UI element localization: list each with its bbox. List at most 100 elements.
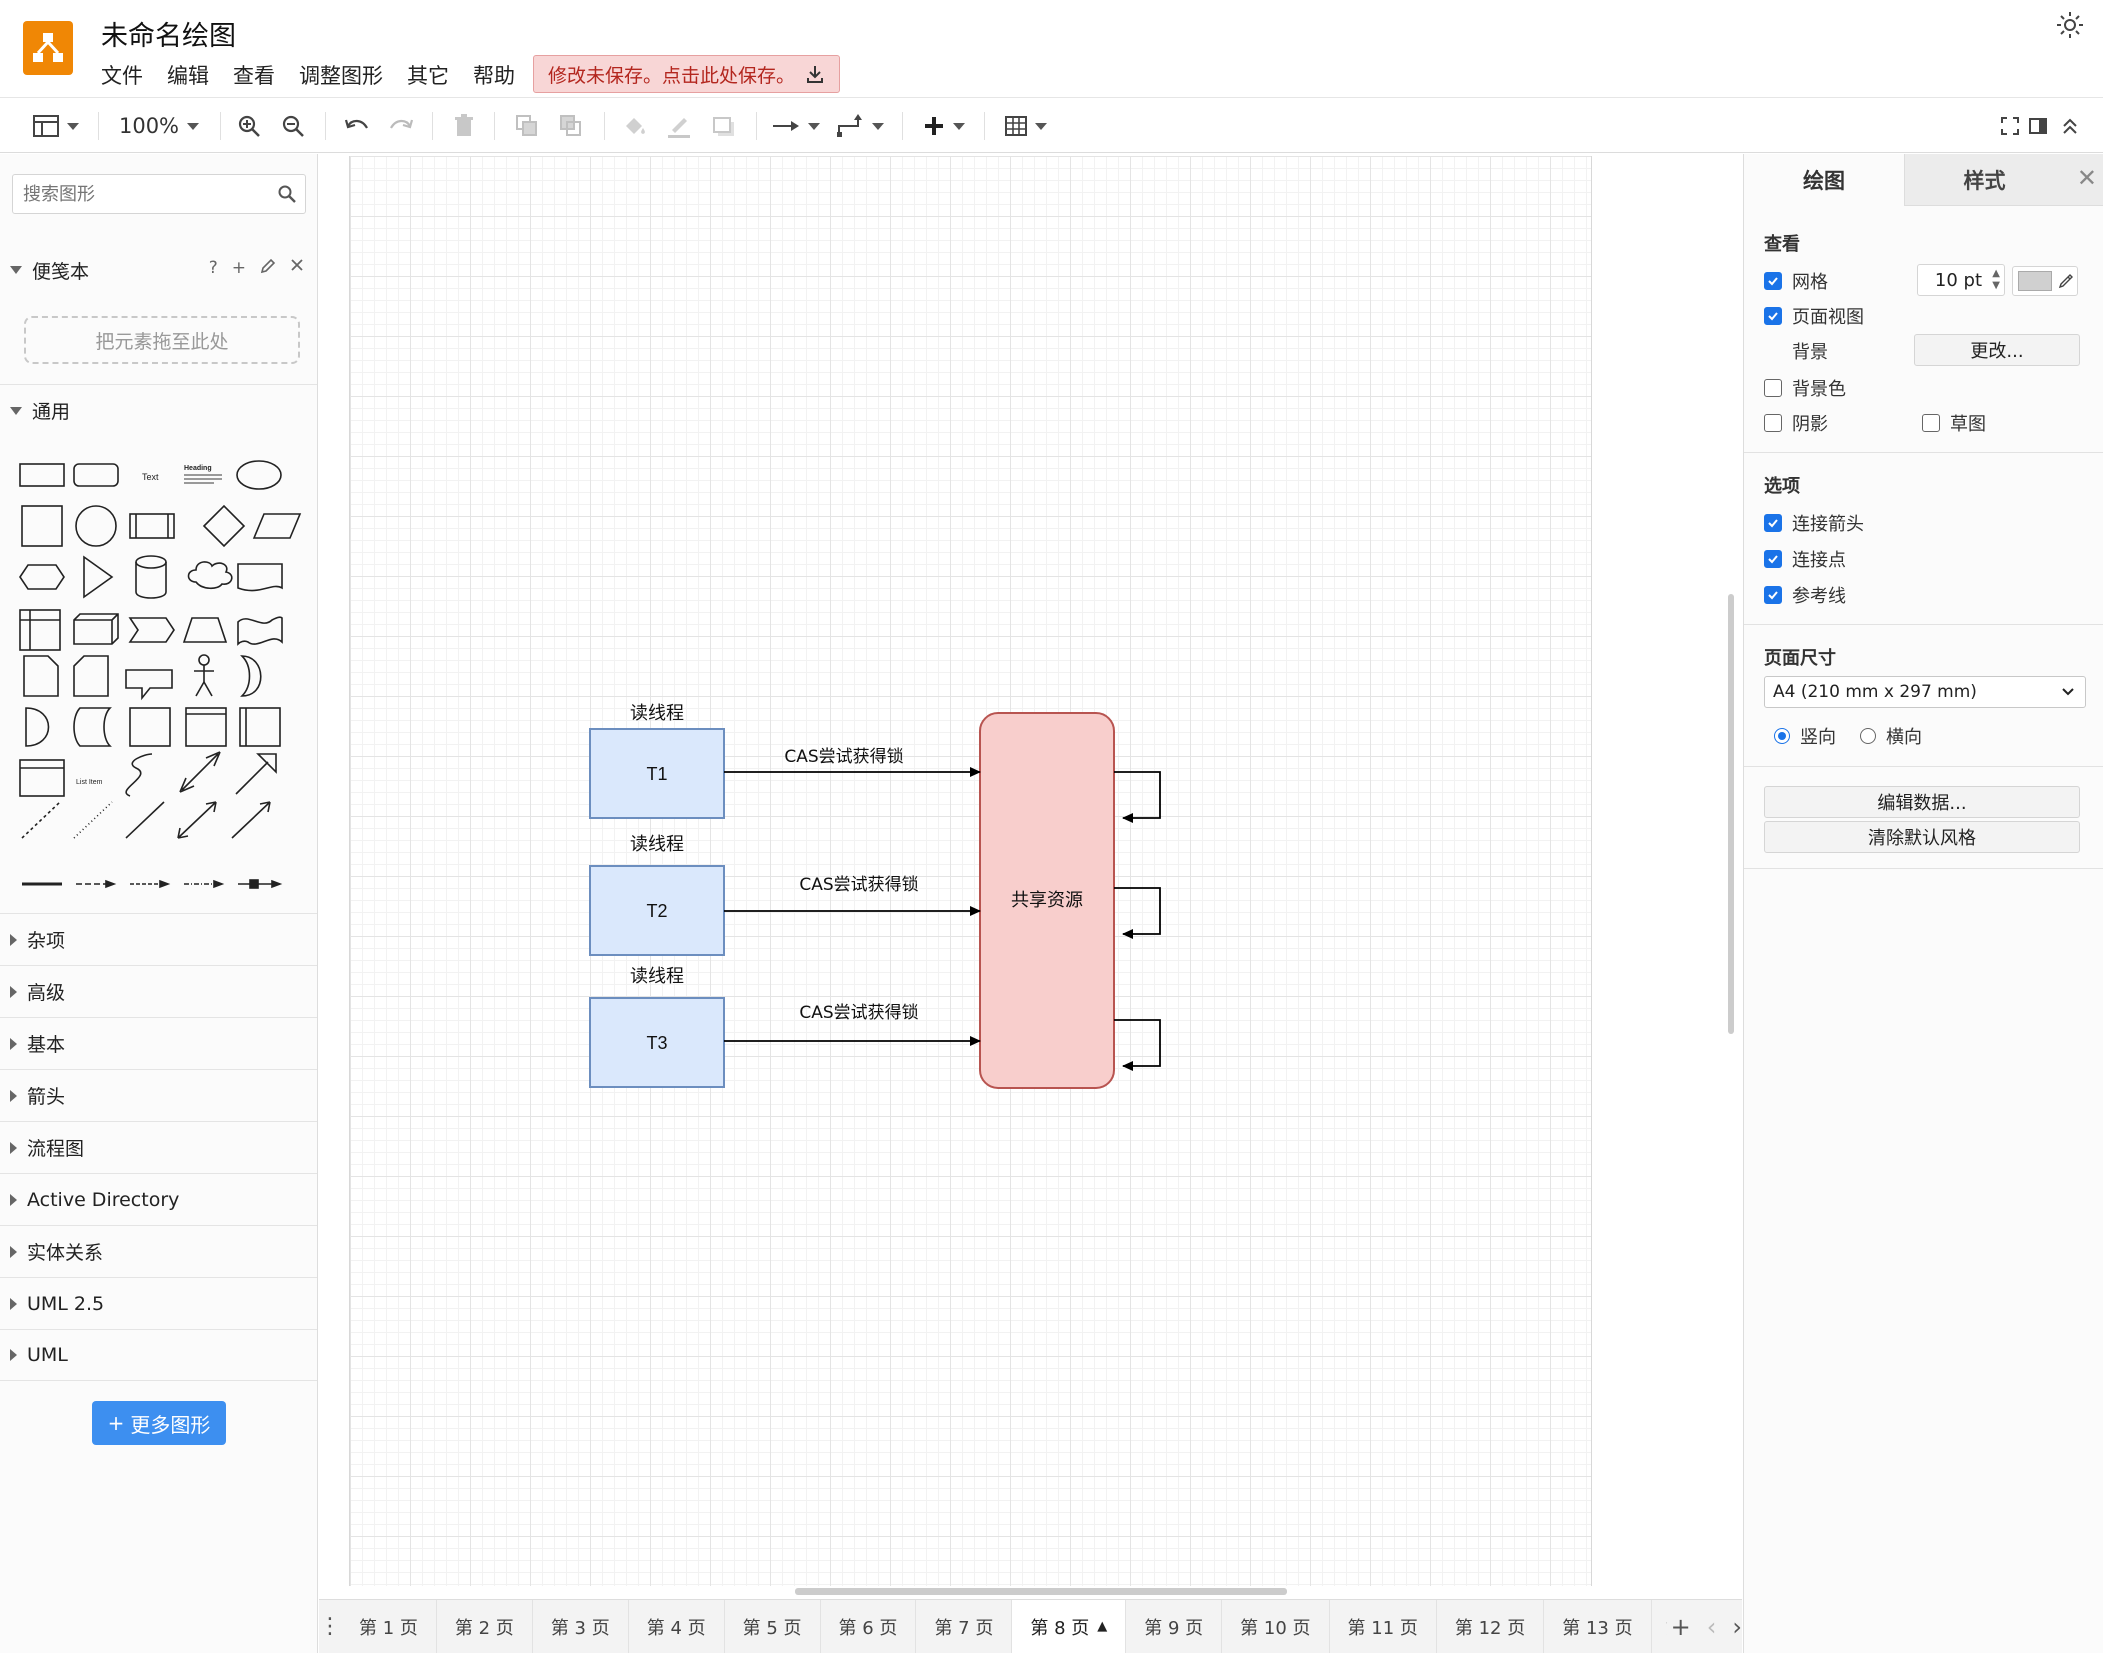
page-tab[interactable]: 第 9 页 [1126,1599,1223,1653]
shadow-button[interactable] [706,108,740,144]
grid-color-picker[interactable] [2012,266,2078,296]
fullscreen-button[interactable] [1995,108,2025,144]
scratchpad-dropzone[interactable]: 把元素拖至此处 [24,316,300,364]
toggle-format-panel-button[interactable] [2023,108,2053,144]
unsaved-changes-button[interactable]: 修改未保存。点击此处保存。 [533,55,841,93]
drawing-page[interactable] [349,156,1592,1586]
undo-button[interactable] [340,108,374,144]
to-back-button[interactable] [554,108,588,144]
waypoints-dropdown[interactable] [834,108,886,144]
redo-button[interactable] [384,108,418,144]
to-front-button[interactable] [510,108,544,144]
page-size-select[interactable]: A4 (210 mm x 297 mm) [1764,676,2086,708]
scratchpad-header[interactable]: 便笺本 ? + [0,244,317,296]
section-uml[interactable]: UML [0,1329,317,1381]
tab-style[interactable]: 样式 [1904,154,2064,206]
connection-arrows-option[interactable]: 连接箭头 [1764,510,1864,536]
page-menu-icon[interactable]: ⋮ [319,1614,341,1639]
fill-color-button[interactable] [618,108,652,144]
scroll-left-icon[interactable]: ‹ [1706,1612,1717,1641]
delete-button[interactable] [448,108,480,144]
edit-data-button[interactable]: 编辑数据... [1764,786,2080,818]
background-color-option[interactable]: 背景色 [1764,375,1846,401]
shadow-option[interactable]: 阴影 [1764,410,1828,436]
page-view-option[interactable]: 页面视图 [1764,303,1864,329]
page-tab[interactable]: 第 7 页 [916,1599,1013,1653]
edit-icon[interactable] [260,258,276,274]
insert-dropdown[interactable] [918,108,970,144]
section-misc[interactable]: 杂项 [0,913,317,965]
menu-extras[interactable]: 其它 [407,64,449,88]
page-tab[interactable]: 第 10 页 [1222,1599,1330,1653]
general-shape-palette[interactable]: Text Heading List Item [14,450,304,1050]
portrait-radio[interactable] [1774,728,1790,744]
change-background-button[interactable]: 更改... [1914,334,2080,366]
menu-arrange[interactable]: 调整图形 [299,64,383,88]
spinner-icon[interactable]: ▲▼ [1992,268,2000,291]
section-arrows[interactable]: 箭头 [0,1069,317,1121]
page-tab[interactable]: 第 5 页 [725,1599,821,1653]
background-color-checkbox[interactable] [1764,379,1782,397]
format-panel-toggle[interactable] [30,108,82,144]
connection-points-option[interactable]: 连接点 [1764,546,1846,572]
vertical-scrollbar[interactable] [1728,594,1734,1034]
portrait-option[interactable]: 竖向 [1774,723,1836,749]
section-entity-relation[interactable]: 实体关系 [0,1225,317,1277]
document-title[interactable]: 未命名绘图 [101,21,236,52]
search-icon[interactable] [278,185,296,203]
help-icon[interactable]: ? [208,258,218,278]
diagram-layer[interactable]: 读线程 读线程 读线程 T1 T2 T3 共享资源 CAS尝试获得锁 CAS尝试… [319,154,1742,1599]
page-tab[interactable]: 第 1 页 [341,1599,437,1653]
thread-caption[interactable]: 读线程 [630,834,684,855]
self-loop-edge-2[interactable] [1114,887,1161,939]
zoom-out-button[interactable] [276,108,310,144]
shadow-checkbox[interactable] [1764,414,1782,432]
tab-diagram[interactable]: 绘图 [1744,154,1904,206]
thread-box-t3[interactable] [589,997,725,1088]
shared-resource-box[interactable] [979,712,1115,1089]
table-dropdown[interactable] [1000,108,1052,144]
zoom-in-button[interactable] [232,108,266,144]
page-tab-partial[interactable]: 第 [1652,1600,1667,1653]
landscape-option[interactable]: 横向 [1860,723,1922,749]
zoom-dropdown[interactable]: 100% [116,108,202,144]
collapse-toolbar-button[interactable] [2055,108,2085,144]
section-flowchart[interactable]: 流程图 [0,1121,317,1173]
page-tab[interactable]: 第 3 页 [533,1599,629,1653]
page-tab[interactable]: 第 11 页 [1330,1599,1437,1653]
page-view-checkbox[interactable] [1764,307,1782,325]
thread-caption[interactable]: 读线程 [630,966,684,987]
thread-box-t1[interactable] [589,728,725,819]
edge-label[interactable]: CAS尝试获得锁 [799,875,918,895]
self-loop-edge-1[interactable] [1114,771,1161,823]
add-page-icon[interactable]: + [1670,1612,1691,1641]
section-uml25[interactable]: UML 2.5 [0,1277,317,1329]
sketch-checkbox[interactable] [1922,414,1940,432]
page-tab[interactable]: 第 12 页 [1437,1599,1545,1653]
theme-sun-icon[interactable] [2055,10,2085,40]
page-tab[interactable]: 第 4 页 [629,1599,725,1653]
sketch-option[interactable]: 草图 [1922,410,1986,436]
section-advanced[interactable]: 高级 [0,965,317,1017]
drawio-logo[interactable] [23,21,73,75]
general-section-header[interactable]: 通用 [0,384,317,436]
page-tab[interactable]: 第 6 页 [821,1599,917,1653]
chevron-up-icon[interactable]: ▲ [1097,1619,1108,1634]
grid-checkbox[interactable] [1764,272,1782,290]
guides-checkbox[interactable] [1764,586,1782,604]
section-active-directory[interactable]: Active Directory [0,1173,317,1225]
clear-default-style-button[interactable]: 清除默认风格 [1764,821,2080,853]
menu-edit[interactable]: 编辑 [167,64,209,88]
diagram-canvas[interactable]: 读线程 读线程 读线程 T1 T2 T3 共享资源 CAS尝试获得锁 CAS尝试… [319,154,1742,1599]
scroll-right-icon[interactable]: › [1732,1612,1742,1641]
grid-option[interactable]: 网格 [1764,268,1828,294]
section-basic[interactable]: 基本 [0,1017,317,1069]
connection-points-checkbox[interactable] [1764,550,1782,568]
close-icon[interactable] [290,258,304,272]
thread-caption[interactable]: 读线程 [630,703,684,724]
landscape-radio[interactable] [1860,728,1876,744]
page-tab[interactable]: 第 13 页 [1544,1599,1652,1653]
edge-label[interactable]: CAS尝试获得锁 [799,1003,918,1023]
thread-box-t2[interactable] [589,865,725,956]
search-input[interactable] [13,175,253,213]
